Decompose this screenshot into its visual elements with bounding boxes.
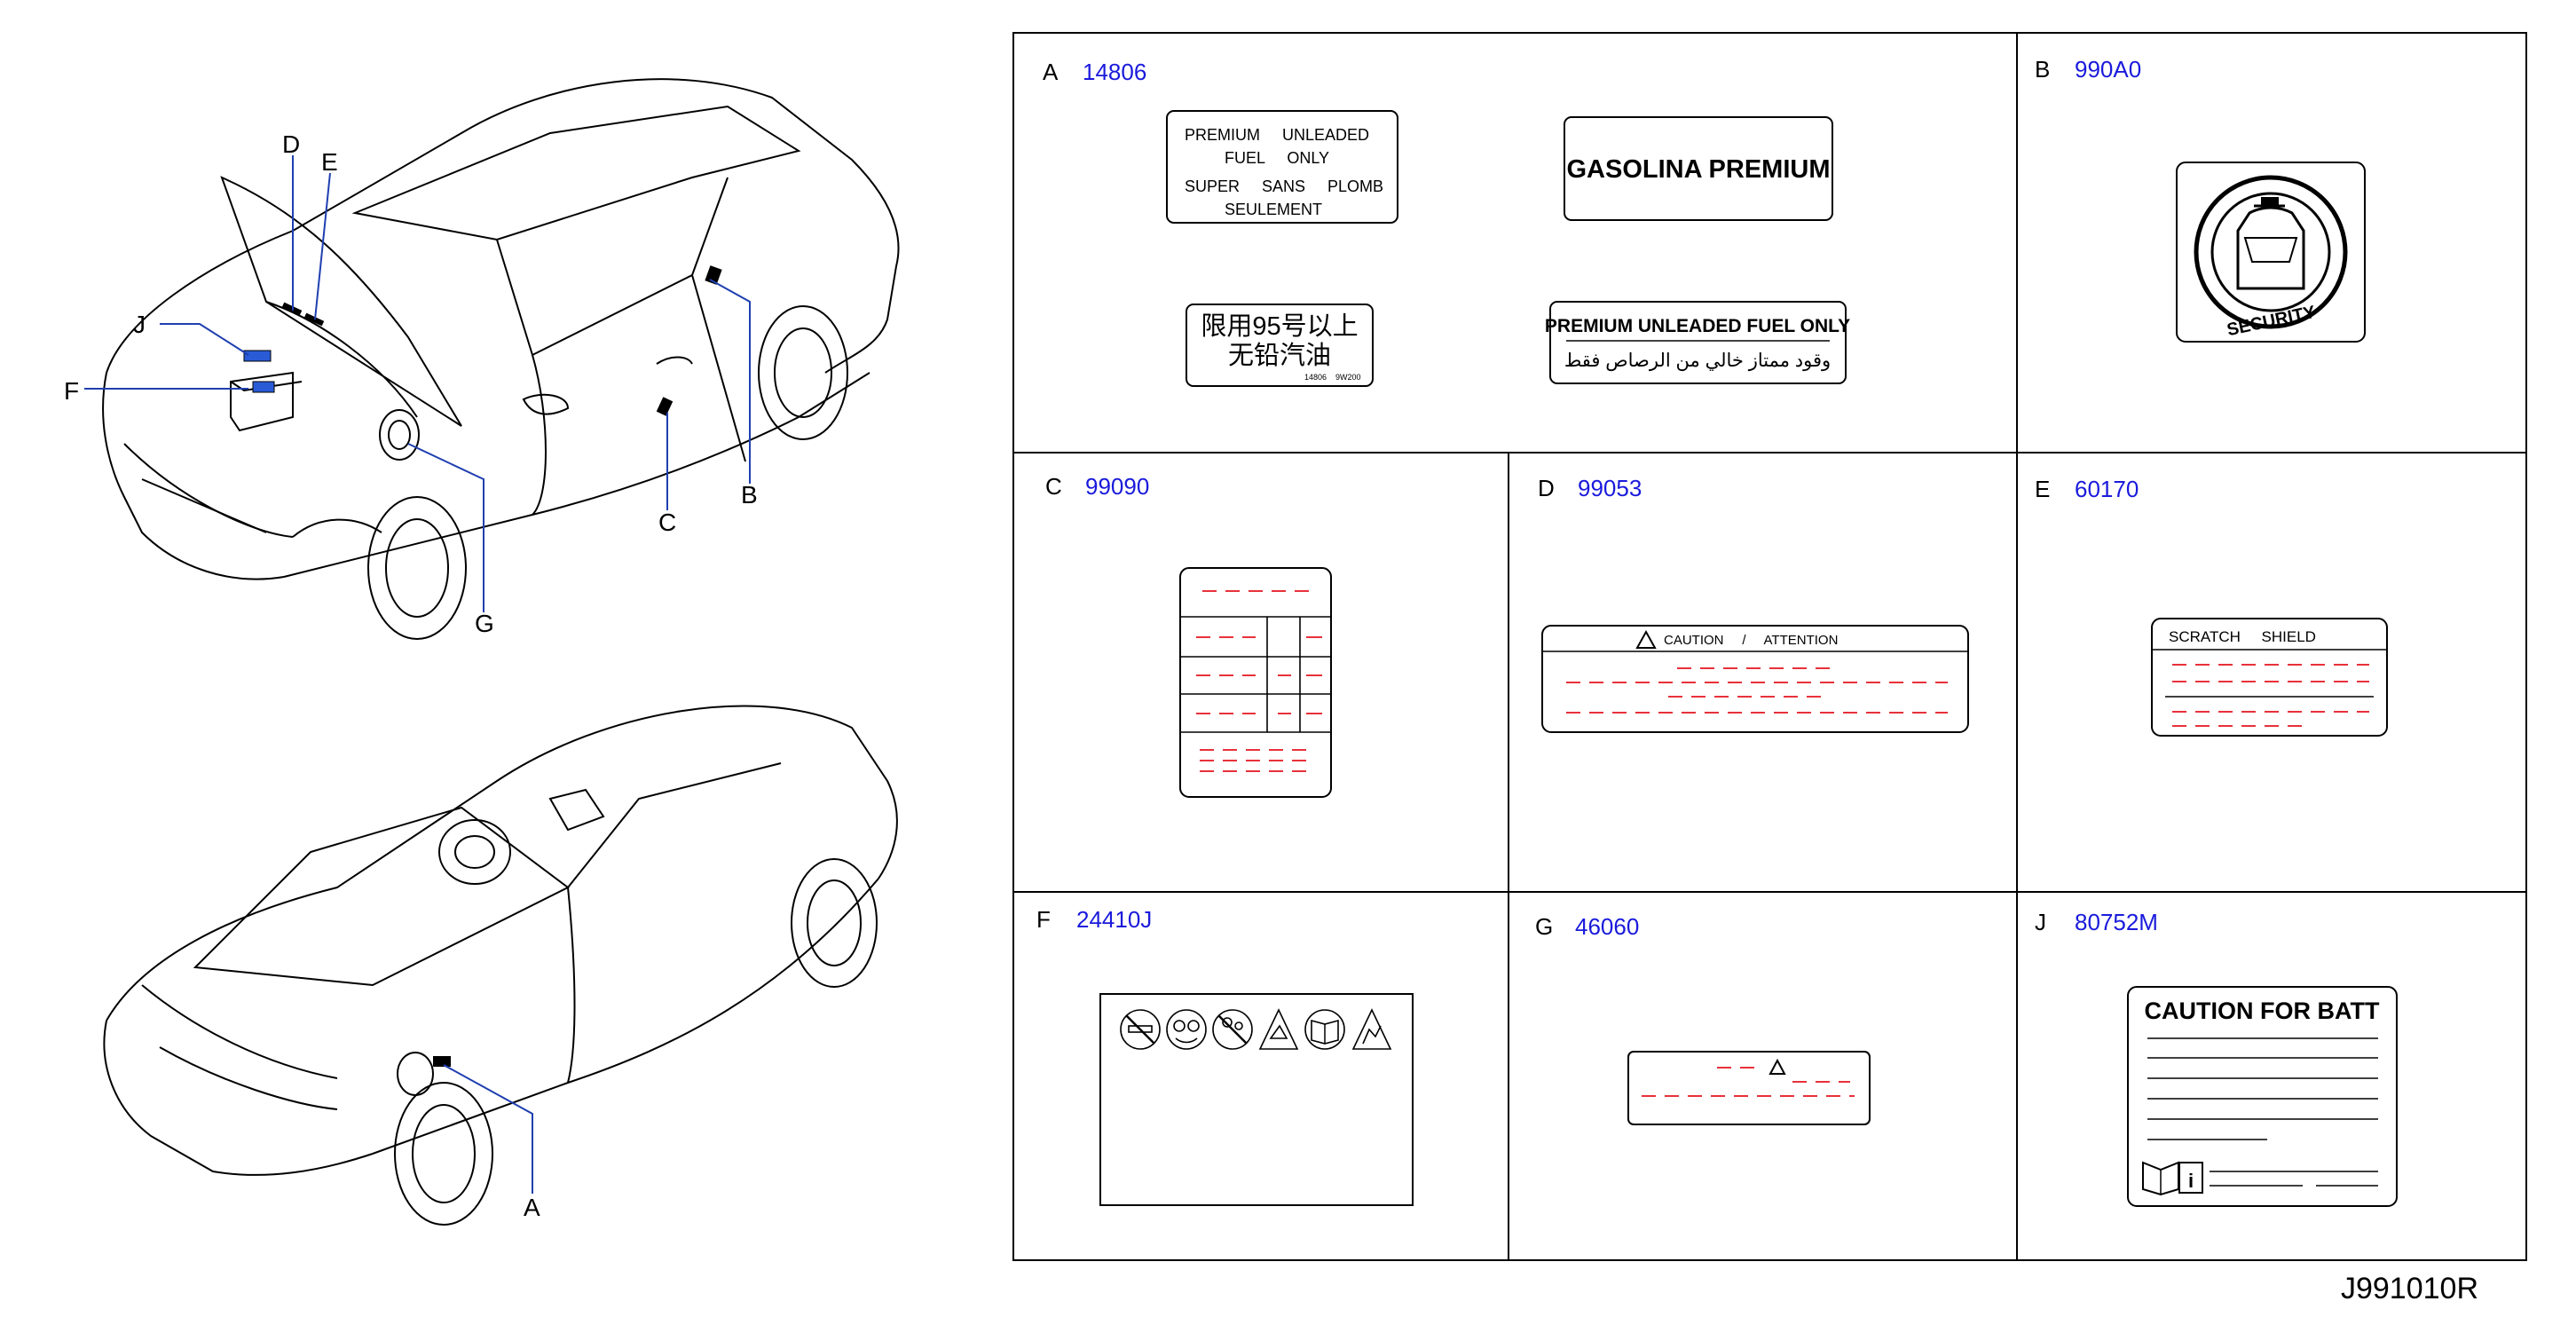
car-top-icon bbox=[2236, 206, 2305, 290]
chinese-fuel-label bbox=[1186, 304, 1374, 387]
car-front-view bbox=[102, 78, 900, 640]
fuel-bilingual-label bbox=[1166, 110, 1398, 224]
keep-away-children-icon bbox=[1212, 1009, 1253, 1050]
premium-fuel-text: PREMIUM UNLEADED FUEL ONLY bbox=[1545, 316, 1850, 336]
panel-a: A 14806 PREMIUM UNLEADED FUEL ONLY SUPER… bbox=[1043, 59, 1850, 387]
chinese-small1: 14806 bbox=[1304, 373, 1327, 382]
explosive-gas-icon bbox=[1351, 1008, 1392, 1050]
caution-batt-text: CAUTION FOR BATT bbox=[2145, 998, 2380, 1024]
gasolina-text: GASOLINA PREMIUM bbox=[1567, 155, 1831, 184]
eye-protection-icon bbox=[1166, 1009, 1207, 1050]
fuel-fr-line1: SUPER SANS PLOMB bbox=[1185, 177, 1383, 195]
callout-b: B bbox=[741, 481, 758, 509]
security-label bbox=[2176, 162, 2366, 343]
key-icon bbox=[2261, 197, 2279, 206]
gasolina-label bbox=[1564, 116, 1833, 221]
panel-j: J 80752M CAUTION FOR BATT i bbox=[2035, 909, 2398, 1207]
caution-attention-label bbox=[1541, 625, 1969, 733]
panel-code-e: 60170 bbox=[2075, 476, 2139, 502]
panel-letter-d: D bbox=[1538, 475, 1555, 501]
callout-e: E bbox=[321, 148, 338, 176]
panel-b: B 990A0 SECURITY bbox=[2035, 56, 2366, 343]
panel-letter-f: F bbox=[1036, 906, 1051, 933]
scratch-shield-text: SCRATCH SHIELD bbox=[2169, 628, 2316, 645]
caution-battery-label bbox=[2127, 986, 2398, 1207]
panel-letter-b: B bbox=[2035, 56, 2050, 83]
premium-fuel-arabic-label bbox=[1549, 301, 1847, 384]
chinese-line1: 限用95号以上 bbox=[1201, 312, 1358, 341]
panel-letter-j: J bbox=[2035, 909, 2046, 935]
acid-warning-icon bbox=[1258, 1008, 1299, 1050]
svg-text:i: i bbox=[2188, 1170, 2194, 1192]
panel-code-j: 80752M bbox=[2075, 909, 2158, 935]
fuel-fr-line2: SEULEMENT bbox=[1225, 201, 1322, 218]
panel-d: D 99053 CAUTION / ATTENTION bbox=[1538, 475, 1969, 733]
small-warning-triangle-icon bbox=[1769, 1058, 1786, 1075]
panel-e: E 60170 SCRATCH SHIELD bbox=[2035, 476, 2388, 737]
panel-g: G 46060 bbox=[1535, 913, 1871, 1125]
diagram-code: J991010R bbox=[2340, 1272, 2478, 1305]
warning-triangle-icon bbox=[1635, 629, 1657, 649]
manual-info-icon: i bbox=[2142, 1161, 2203, 1196]
callout-c: C bbox=[658, 509, 676, 536]
callout-d: D bbox=[282, 130, 300, 158]
panel-letter-e: E bbox=[2035, 476, 2050, 502]
panel-c: C 99090 bbox=[1045, 473, 1332, 798]
panel-code-b: 990A0 bbox=[2075, 56, 2141, 83]
scratch-shield-label bbox=[2151, 618, 2388, 737]
panel-code-a: 14806 bbox=[1083, 59, 1146, 85]
panel-code-c: 99090 bbox=[1085, 473, 1149, 500]
chinese-line2: 无铅汽油 bbox=[1228, 341, 1331, 370]
car-illustrations: D E J F G B C A bbox=[64, 78, 900, 1226]
warning-table-label bbox=[1179, 567, 1332, 798]
callout-g: G bbox=[475, 610, 494, 637]
panel-letter-g: G bbox=[1535, 913, 1553, 940]
label-grid: A 14806 PREMIUM UNLEADED FUEL ONLY SUPER… bbox=[1012, 32, 2527, 1261]
fuel-en-line1: PREMIUM UNLEADED bbox=[1185, 126, 1369, 144]
chinese-small2: 9W200 bbox=[1335, 373, 1361, 382]
fuel-en-line2: FUEL ONLY bbox=[1225, 149, 1329, 167]
no-smoking-icon bbox=[1120, 1009, 1161, 1050]
leader-lines bbox=[84, 155, 751, 1194]
fuel-cap-warning-label bbox=[1627, 1051, 1871, 1125]
callout-f: F bbox=[64, 377, 79, 405]
read-manual-icon bbox=[1304, 1009, 1345, 1050]
callout-a: A bbox=[524, 1194, 540, 1221]
callout-j: J bbox=[133, 311, 146, 338]
panel-letter-c: C bbox=[1045, 473, 1062, 500]
car-rear-view bbox=[103, 705, 898, 1226]
panel-code-g: 46060 bbox=[1575, 913, 1639, 940]
panel-code-d: 99053 bbox=[1578, 475, 1642, 501]
panel-letter-a: A bbox=[1043, 59, 1059, 85]
panel-code-f: 24410J bbox=[1076, 906, 1152, 933]
caution-attention-text: CAUTION / ATTENTION bbox=[1664, 633, 1838, 648]
panel-f: F 24410J bbox=[1036, 906, 1414, 1206]
arabic-text: وقود ممتاز خالي من الرصاص فقط bbox=[1564, 351, 1831, 372]
